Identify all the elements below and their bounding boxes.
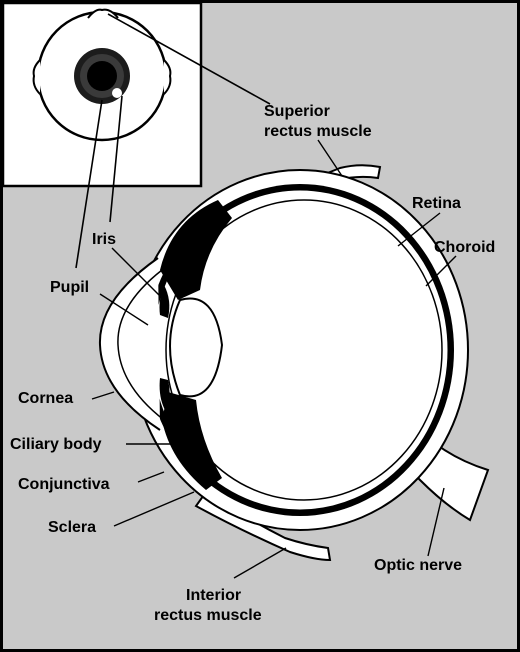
front-right-muscle	[163, 59, 172, 95]
conjunctiva-leader	[137, 471, 165, 483]
cornea	[98, 257, 161, 431]
vitreous-body	[165, 199, 443, 501]
front-pupil	[87, 61, 117, 91]
label-pupil: Pupil	[50, 279, 89, 296]
pupil-leader-inset	[75, 99, 103, 269]
label-ciliary-body: Ciliary body	[10, 436, 102, 453]
sclera-leader	[113, 491, 195, 527]
label-sclera: Sclera	[48, 519, 96, 536]
front-view-inset	[1, 1, 203, 188]
upper-ciliary-body	[160, 200, 232, 300]
inset-leader-lines	[75, 13, 271, 269]
label-optic-nerve: Optic nerve	[374, 557, 462, 574]
lower-ciliary-body	[162, 392, 222, 490]
label-superior-line2: rectus muscle	[264, 123, 372, 140]
cornea-leader	[91, 391, 115, 400]
front-highlight	[112, 88, 122, 98]
label-retina: Retina	[412, 195, 461, 212]
interior-muscle-leader	[233, 547, 287, 579]
label-leader-lines	[91, 139, 457, 579]
eye-cross-section	[98, 164, 490, 562]
optic-nerve-leader	[427, 487, 445, 557]
front-left-muscle	[32, 59, 41, 95]
choroid-leader	[425, 255, 457, 287]
cornea-inner	[117, 269, 165, 421]
label-interior-line2: rectus muscle	[154, 607, 262, 624]
upper-iris	[159, 285, 170, 318]
superior-muscle-leader	[317, 139, 343, 177]
lens	[169, 297, 224, 398]
label-interior-line1: Interior	[186, 587, 241, 604]
label-conjunctiva: Conjunctiva	[18, 476, 110, 493]
label-cornea: Cornea	[18, 390, 73, 407]
superior-leader	[107, 13, 271, 105]
lower-iris	[159, 378, 170, 412]
label-iris: Iris	[92, 231, 116, 248]
label-choroid: Choroid	[434, 239, 495, 256]
iris-leader-inset	[109, 95, 123, 223]
label-superior-line1: Superior	[264, 103, 330, 120]
pupil-leader	[99, 293, 149, 326]
retina-leader	[397, 212, 441, 247]
iris-leader	[111, 247, 165, 301]
